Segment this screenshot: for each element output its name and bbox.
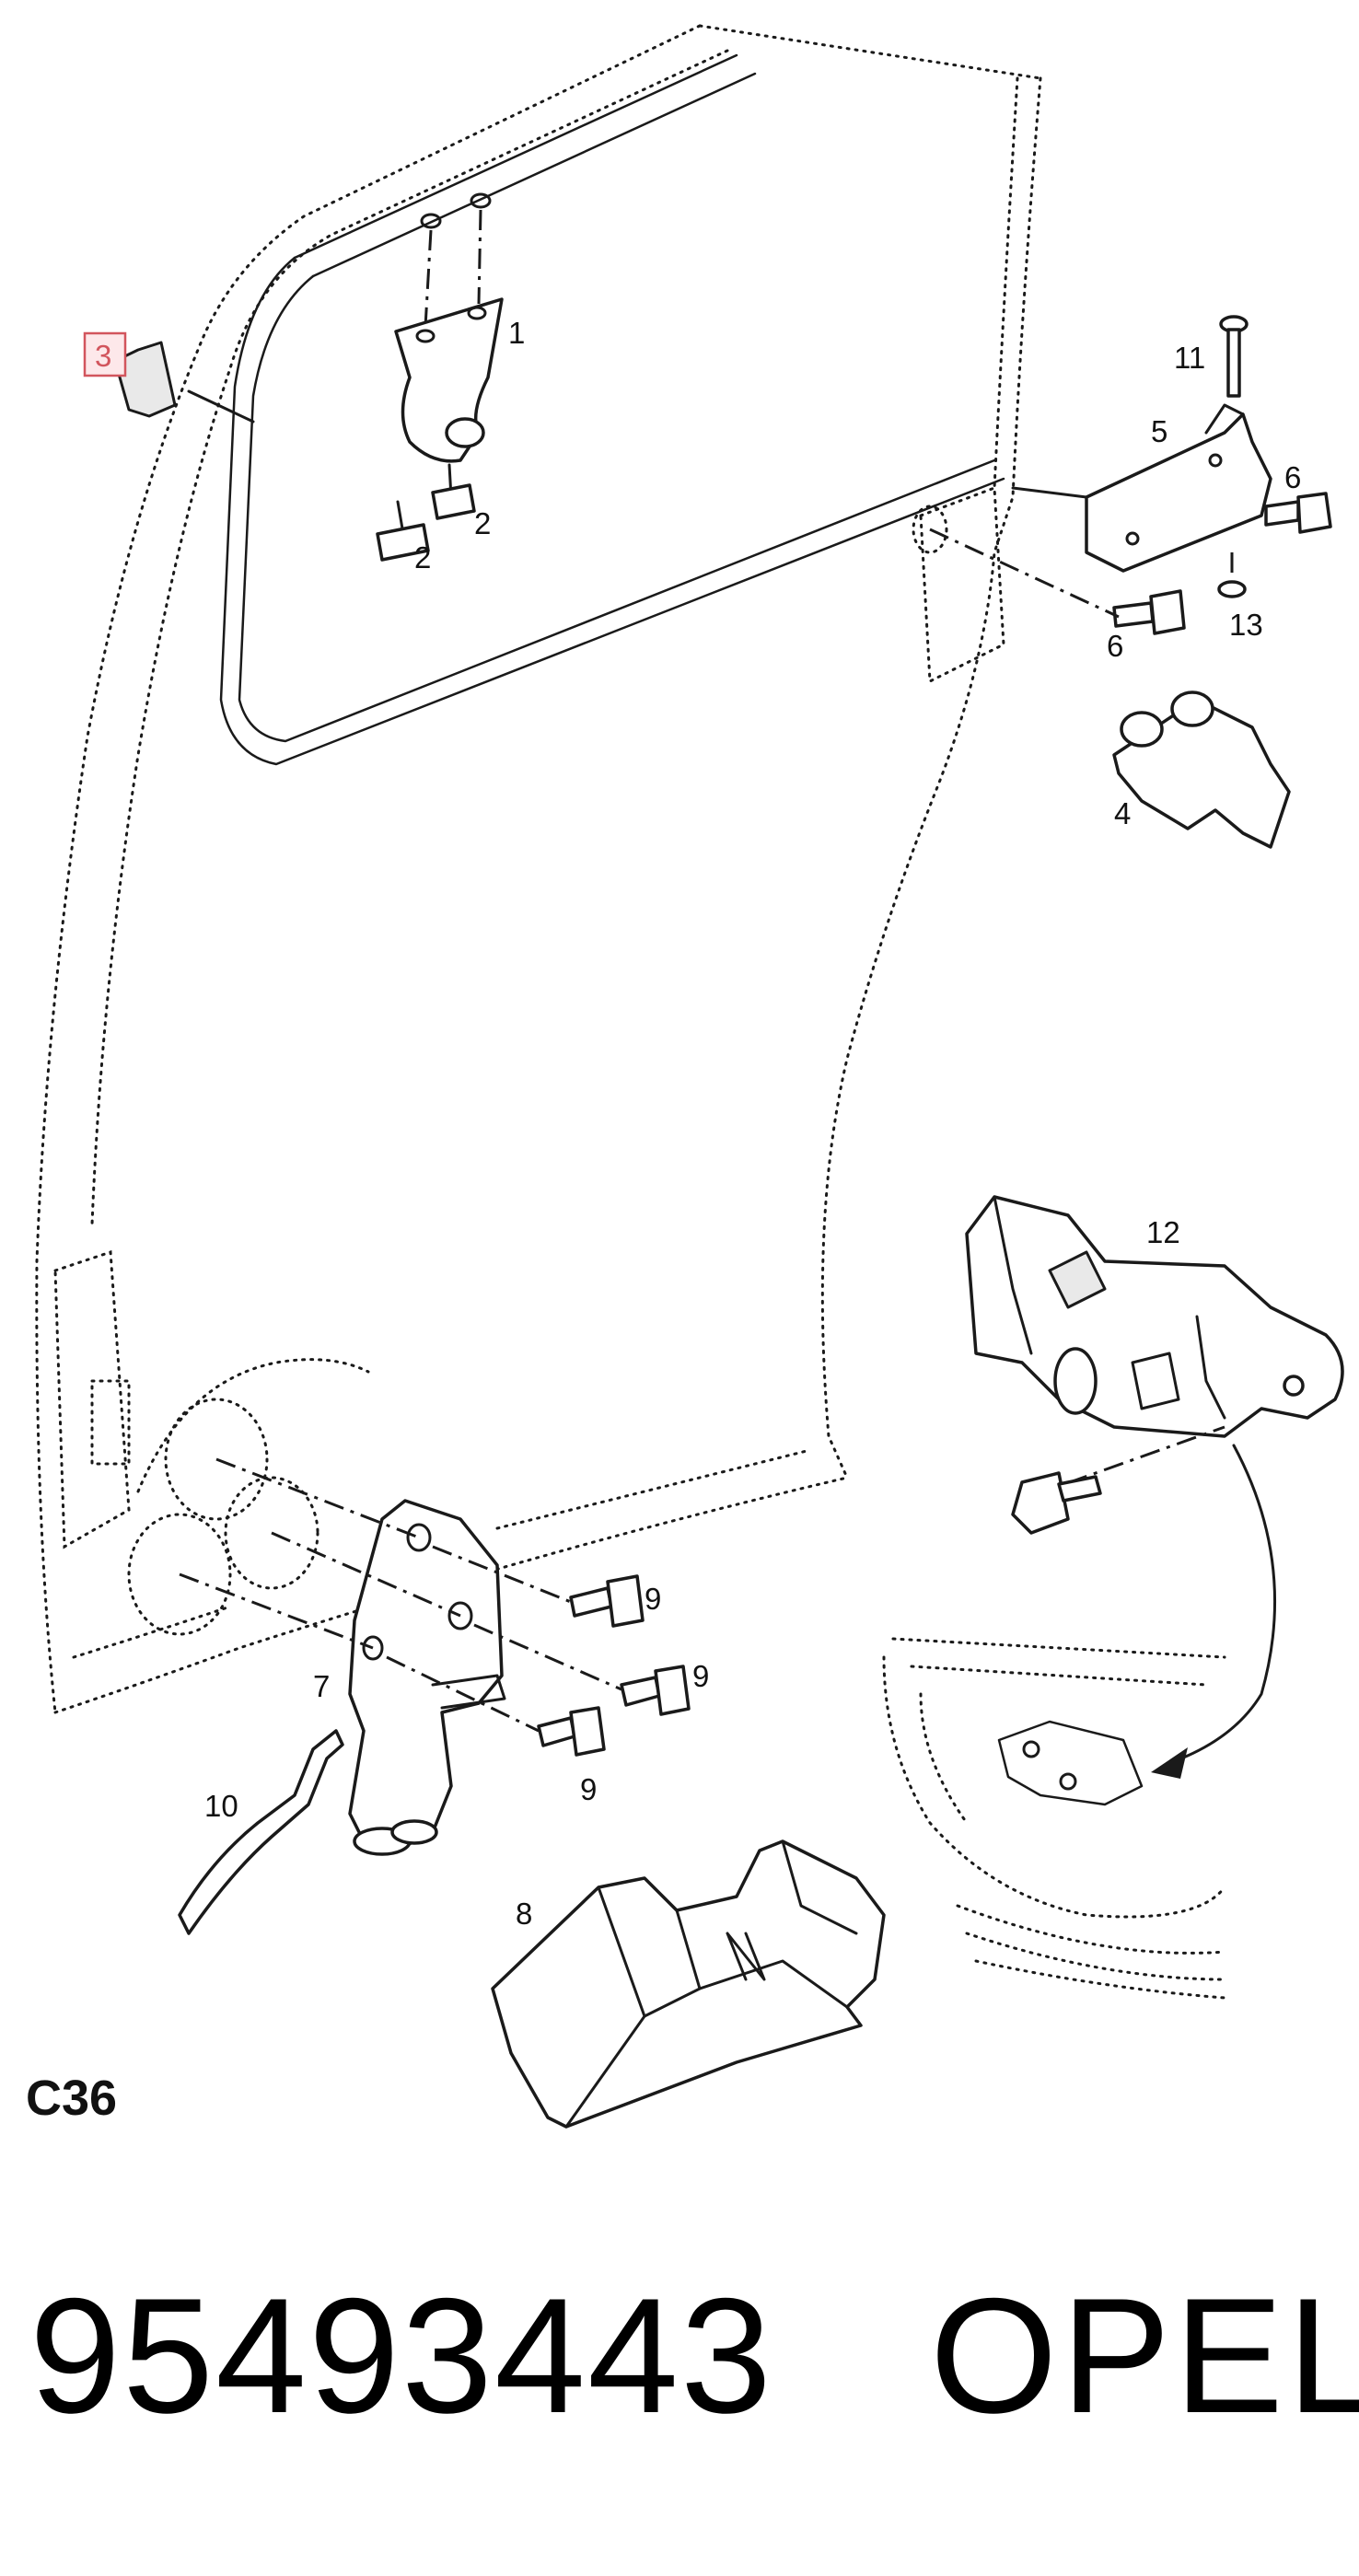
part-number: 95493443: [29, 2264, 773, 2447]
part-5-hinge-bracket: [1011, 403, 1272, 573]
part-12-door-lock: [965, 1195, 1344, 1498]
callout-8: 8: [516, 1897, 532, 1931]
callout-6a: 6: [1284, 460, 1301, 494]
callout-7: 7: [313, 1669, 330, 1703]
callout-4: 4: [1114, 796, 1131, 830]
part-11-pin: [1219, 315, 1249, 398]
arrow-to-detail: [1151, 1444, 1277, 1779]
callout-11: 11: [1174, 341, 1205, 375]
callout-9b: 9: [692, 1659, 709, 1693]
part-4-check-strap: [1112, 690, 1291, 849]
part-8-cover-plate: [491, 1839, 886, 2129]
detail-view-installed-lock: [882, 1637, 1226, 2000]
callout-13: 13: [1229, 608, 1263, 642]
part-10-seal-strip: [178, 1729, 344, 1935]
figure-code: C36: [26, 2071, 118, 2126]
callout-9c: 9: [580, 1772, 597, 1806]
callout-2a: 2: [414, 540, 431, 574]
callout-5: 5: [1151, 414, 1167, 448]
callout-12: 12: [1146, 1215, 1180, 1249]
callout-1: 1: [508, 316, 525, 350]
part-6-bolts: [929, 492, 1332, 635]
callout-9a: 9: [645, 1582, 661, 1616]
part-3-plug: [113, 341, 255, 424]
door-shell: [35, 24, 1042, 1714]
callout-2b: 2: [474, 506, 491, 540]
callout-3: 3: [95, 339, 111, 373]
part-9-bolts: [386, 1545, 691, 1757]
callout-3-highlight: [83, 331, 127, 377]
callout-6b: 6: [1107, 629, 1123, 663]
part-2-bolts: [376, 463, 476, 562]
lock-screw: [1011, 1471, 1102, 1535]
part-13-washer: [1217, 552, 1247, 598]
part-1-upper-hinge: [394, 192, 504, 463]
brand-name: OPEL: [930, 2264, 1359, 2447]
callout-10: 10: [204, 1789, 238, 1823]
